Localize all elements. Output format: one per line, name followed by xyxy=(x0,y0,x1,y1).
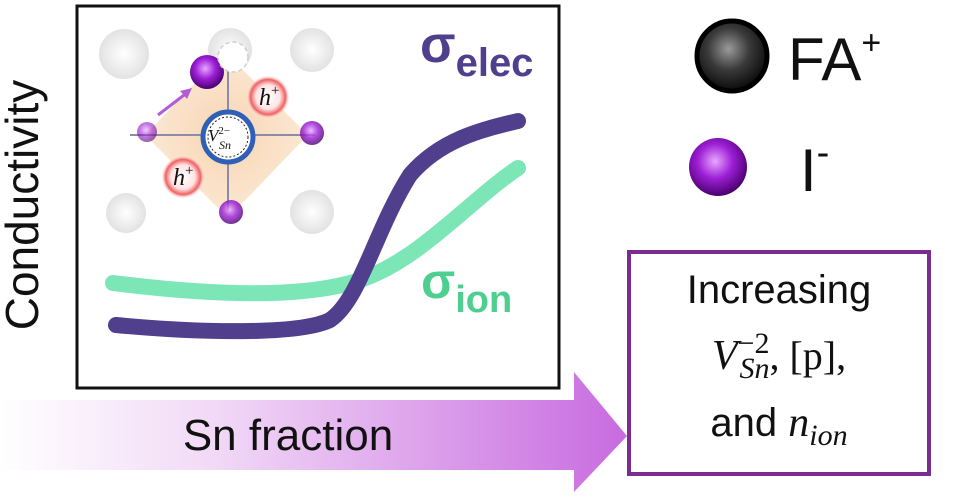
iodide-site-icon xyxy=(190,55,224,89)
iodide-legend-icon xyxy=(689,138,747,196)
result-line-2: V−2Sn, [p], xyxy=(711,327,847,385)
sigma-ion-label: σion xyxy=(421,253,512,321)
x-axis-label: Sn fraction xyxy=(183,411,393,460)
iodide-site-icon xyxy=(300,121,324,145)
hole-icon xyxy=(161,155,205,199)
result-box: Increasing V−2Sn, [p], and nion xyxy=(627,250,931,476)
hole-icon xyxy=(246,75,290,119)
legend: FA+ I- xyxy=(689,18,881,204)
iodide-legend-label: I- xyxy=(800,132,829,204)
sn-fraction-arrow xyxy=(0,372,627,492)
iodide-site-icon xyxy=(219,200,243,224)
sigma-elec-curve xyxy=(108,113,526,340)
empty-site-icon xyxy=(217,41,249,73)
result-line-3: and nion xyxy=(710,400,848,452)
fa-legend-label: FA+ xyxy=(788,24,881,93)
y-axis-label: Conductivity xyxy=(0,80,48,331)
fa-site-icon xyxy=(99,29,149,79)
fa-site-icon xyxy=(290,190,334,234)
hole-label: h+ xyxy=(173,163,193,191)
lattice-inset: h+ h+ V2−Sn xyxy=(99,28,334,234)
result-line-1: Increasing xyxy=(686,268,872,312)
fa-legend-icon xyxy=(694,18,770,94)
migration-arrow-icon xyxy=(157,90,189,117)
vacancy-icon xyxy=(200,109,256,165)
fa-site-icon xyxy=(290,28,334,72)
vacancy-label: V2−Sn xyxy=(208,125,231,152)
hole-label: h+ xyxy=(259,83,279,111)
sigma-elec-label: σelec xyxy=(420,16,533,85)
fa-site-icon xyxy=(106,193,146,233)
iodide-site-icon xyxy=(137,122,157,142)
